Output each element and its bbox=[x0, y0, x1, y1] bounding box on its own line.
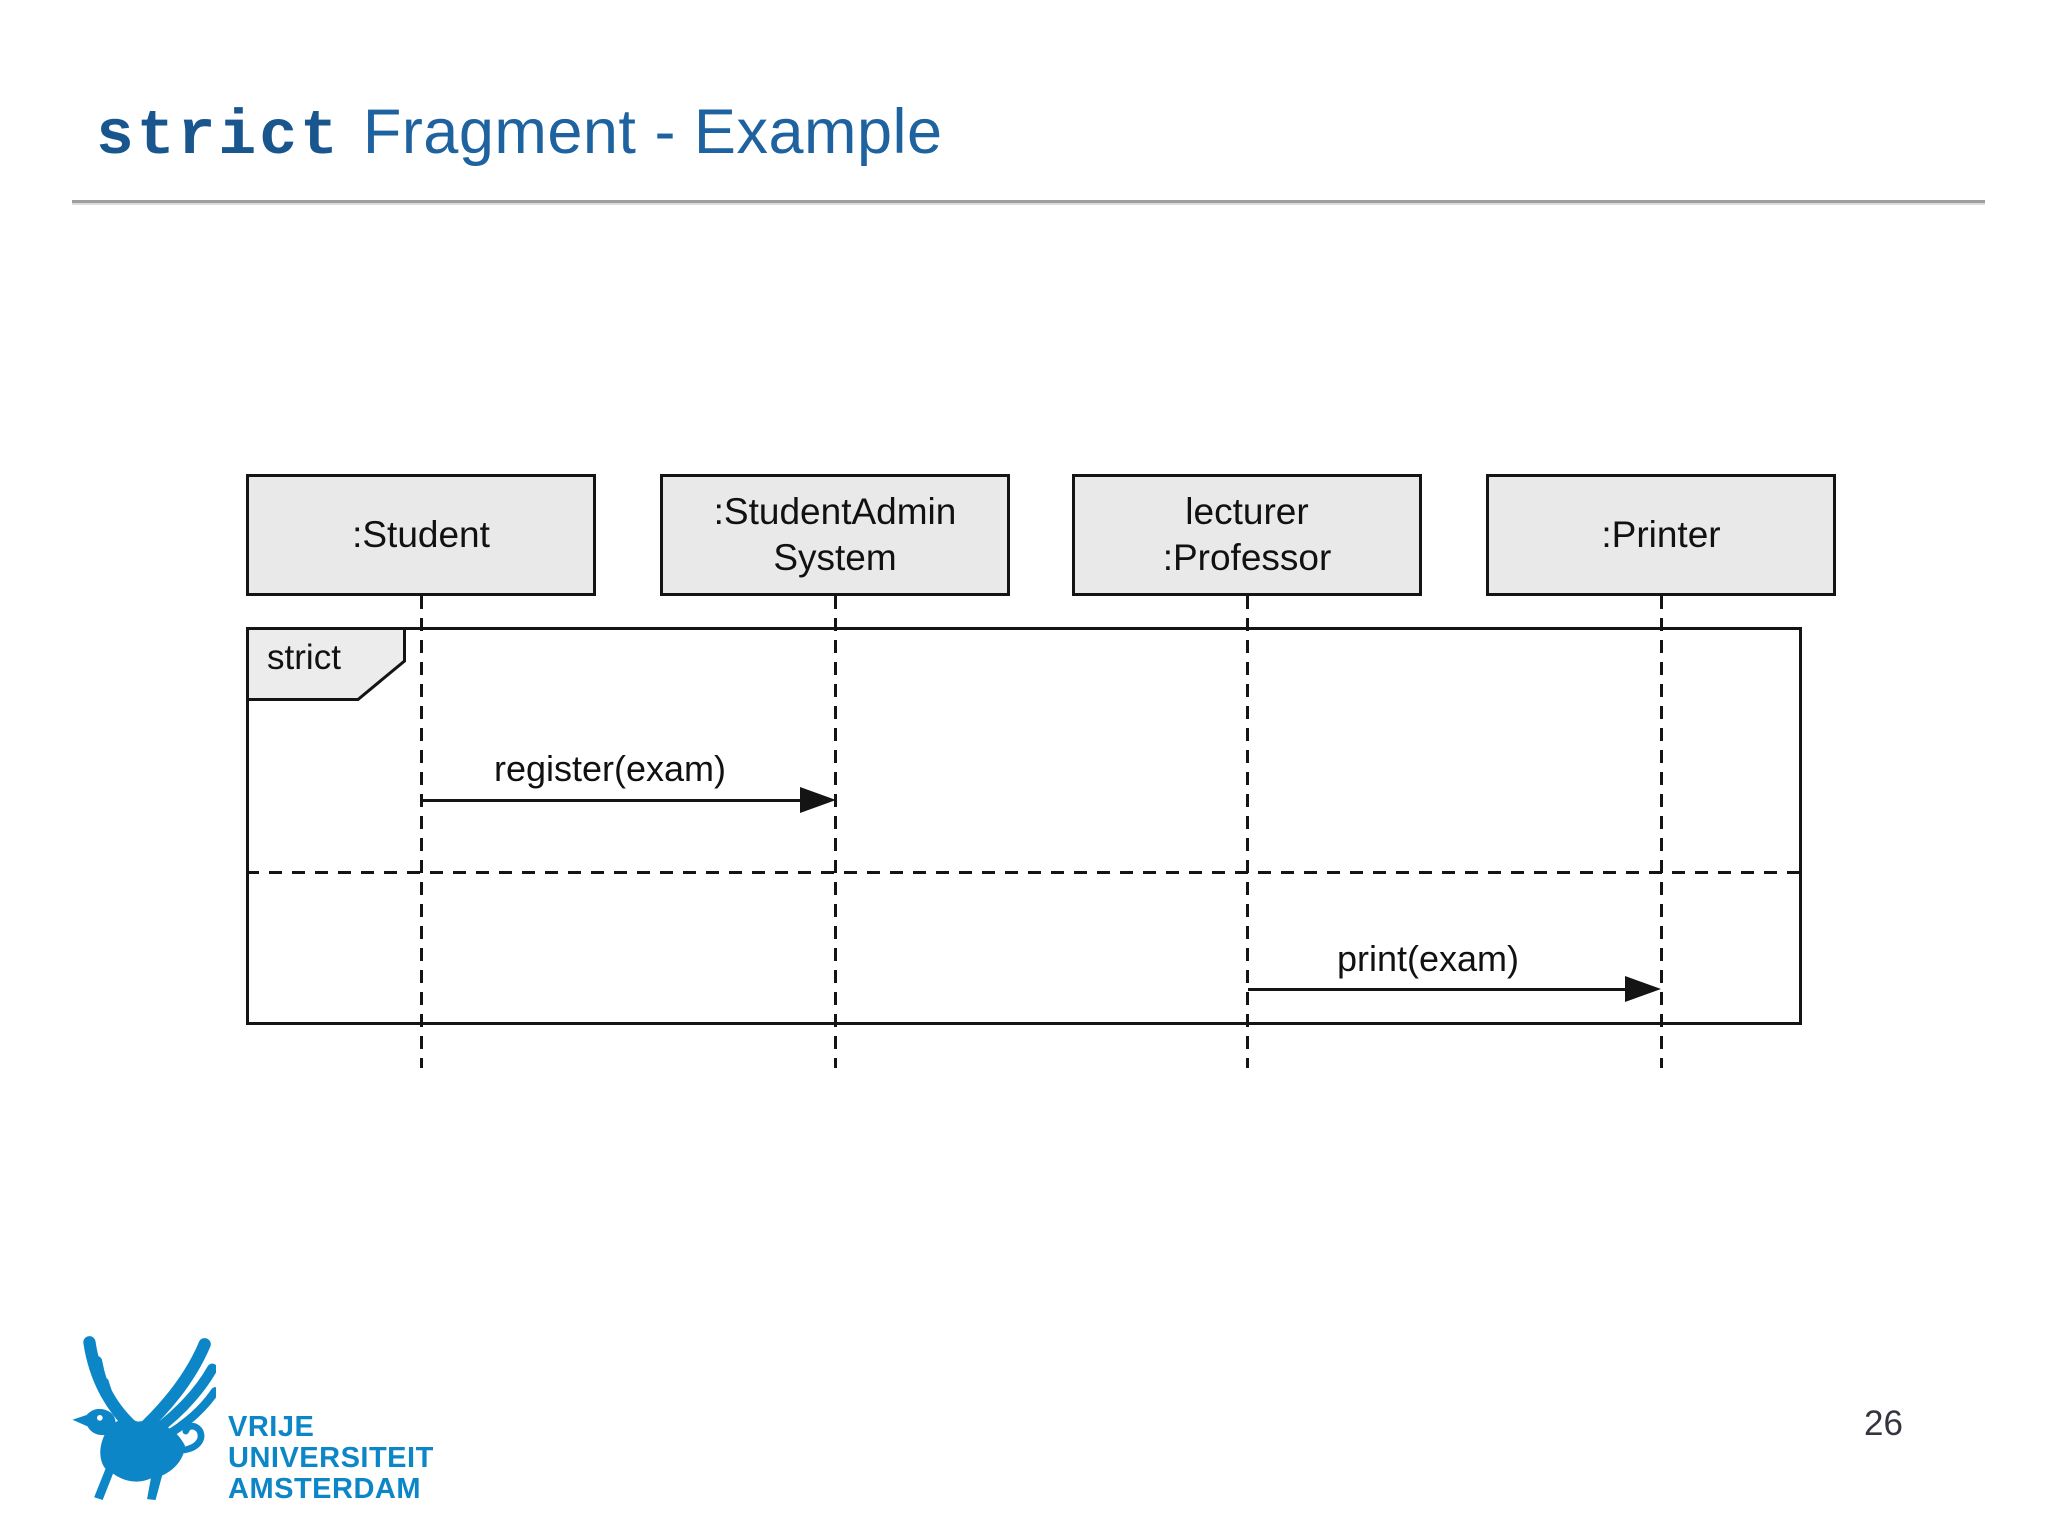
lifeline-label: lecturer bbox=[1185, 491, 1309, 532]
title-code-keyword: strict bbox=[96, 101, 341, 172]
lifeline-label: :Student bbox=[352, 514, 490, 555]
strict-fragment-frame bbox=[246, 627, 1802, 1025]
lifeline-professor bbox=[1246, 596, 1249, 1068]
title-divider bbox=[72, 200, 1985, 203]
logo-line-2: UNIVERSITEIT bbox=[228, 1442, 434, 1474]
operand-separator bbox=[246, 871, 1802, 874]
arrowhead-icon bbox=[1625, 976, 1661, 1002]
logo-line-1: VRIJE bbox=[228, 1411, 315, 1443]
vu-logo-wordmark: VRIJE UNIVERSITEIT AMSTERDAM bbox=[228, 1412, 434, 1505]
lifeline-label: :Printer bbox=[1601, 514, 1721, 555]
page-number: 26 bbox=[1864, 1404, 1903, 1443]
fragment-operator-pentagon bbox=[246, 627, 406, 701]
vu-griffin-logo-icon bbox=[72, 1336, 216, 1501]
title-text: Fragment - Example bbox=[362, 97, 943, 167]
lifeline-studentadminsystem bbox=[834, 596, 837, 1068]
lifeline-head-studentadminsystem: :StudentAdmin System bbox=[660, 474, 1010, 596]
lifeline-head-professor: lecturer :Professor bbox=[1072, 474, 1422, 596]
lifeline-label: :StudentAdmin bbox=[713, 491, 957, 532]
message-label-register: register(exam) bbox=[493, 748, 727, 789]
arrowhead-icon bbox=[800, 787, 836, 813]
message-arrow-print bbox=[1248, 988, 1628, 991]
lifeline-head-student: :Student bbox=[246, 474, 596, 596]
logo-line-3: AMSTERDAM bbox=[228, 1473, 421, 1505]
lifeline-printer bbox=[1660, 596, 1663, 1068]
lifeline-student bbox=[420, 596, 423, 1068]
message-arrow-register bbox=[422, 799, 804, 802]
lifeline-label-line2: System bbox=[773, 537, 897, 578]
message-label-print: print(exam) bbox=[1336, 938, 1520, 979]
lifeline-label-line2: :Professor bbox=[1162, 537, 1332, 578]
page-title: strict Fragment - Example bbox=[96, 96, 943, 172]
lifeline-head-printer: :Printer bbox=[1486, 474, 1836, 596]
fragment-operator-label: strict bbox=[267, 638, 341, 677]
